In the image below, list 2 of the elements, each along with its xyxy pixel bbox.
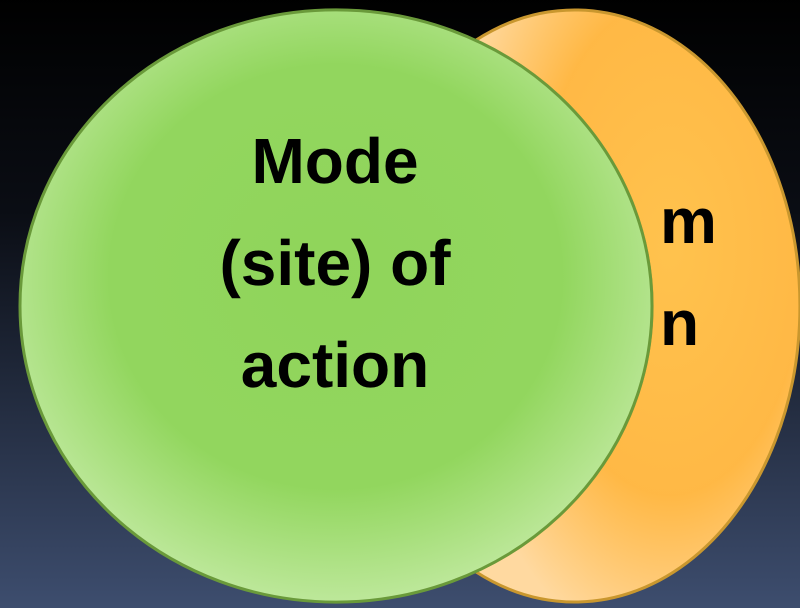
circle-label: m n (660, 184, 718, 361)
circle-label: Mode (site) of action (218, 124, 452, 403)
